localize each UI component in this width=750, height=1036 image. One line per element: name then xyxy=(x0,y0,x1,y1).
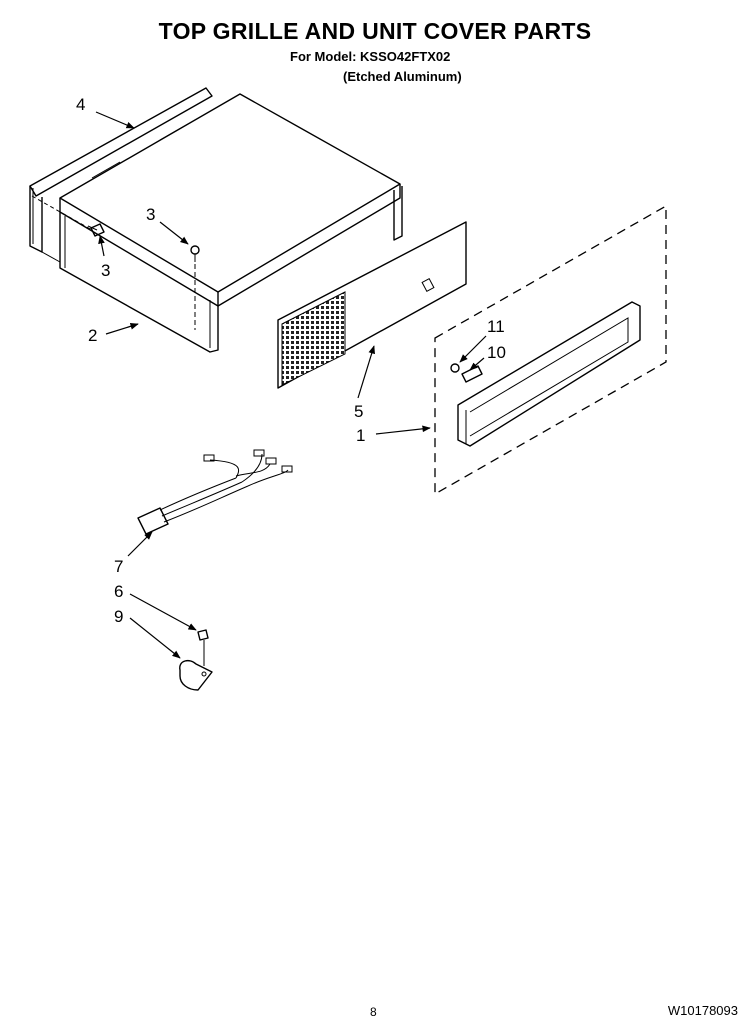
part-6-screw xyxy=(197,629,209,666)
leader-6 xyxy=(129,593,197,631)
leader-3b xyxy=(98,235,105,257)
part-7-wire-harness xyxy=(137,449,293,535)
part-3-screws xyxy=(87,223,200,330)
leader-1 xyxy=(375,425,431,435)
leader-9 xyxy=(129,617,181,659)
page-title: TOP GRILLE AND UNIT COVER PARTS xyxy=(158,18,592,44)
part-5-grille-panel xyxy=(277,221,467,389)
leader-11 xyxy=(459,335,487,363)
callout-7: 7 xyxy=(114,557,123,576)
leader-2 xyxy=(105,323,139,335)
model-line: For Model: KSSO42FTX02 xyxy=(290,49,451,64)
document-code: W10178093 xyxy=(667,1003,738,1018)
finish-line: (Etched Aluminum) xyxy=(343,69,462,84)
callout-1: 1 xyxy=(356,426,365,445)
screw-icon xyxy=(190,245,200,330)
leader-10 xyxy=(469,357,485,371)
part-1-kickplate-assembly xyxy=(434,204,667,496)
leader-3a xyxy=(159,221,189,245)
screw-icon xyxy=(87,223,105,237)
page-number: 8 xyxy=(370,1005,377,1019)
callout-10: 10 xyxy=(487,343,506,362)
leader-5 xyxy=(357,345,375,399)
callout-4: 4 xyxy=(76,95,85,114)
part-11-screw xyxy=(450,363,460,373)
callout-2: 2 xyxy=(88,326,97,345)
callout-3a: 3 xyxy=(146,205,155,224)
part-4-rear-rail xyxy=(29,87,213,253)
leader-7 xyxy=(127,531,153,557)
callout-6: 6 xyxy=(114,582,123,601)
callout-3b: 3 xyxy=(101,261,110,280)
callout-11: 11 xyxy=(487,317,505,336)
leader-4 xyxy=(95,111,135,129)
part-2-unit-cover xyxy=(31,93,403,353)
callout-5: 5 xyxy=(354,402,363,421)
part-9-clamp xyxy=(179,659,213,691)
callout-9: 9 xyxy=(114,607,123,626)
